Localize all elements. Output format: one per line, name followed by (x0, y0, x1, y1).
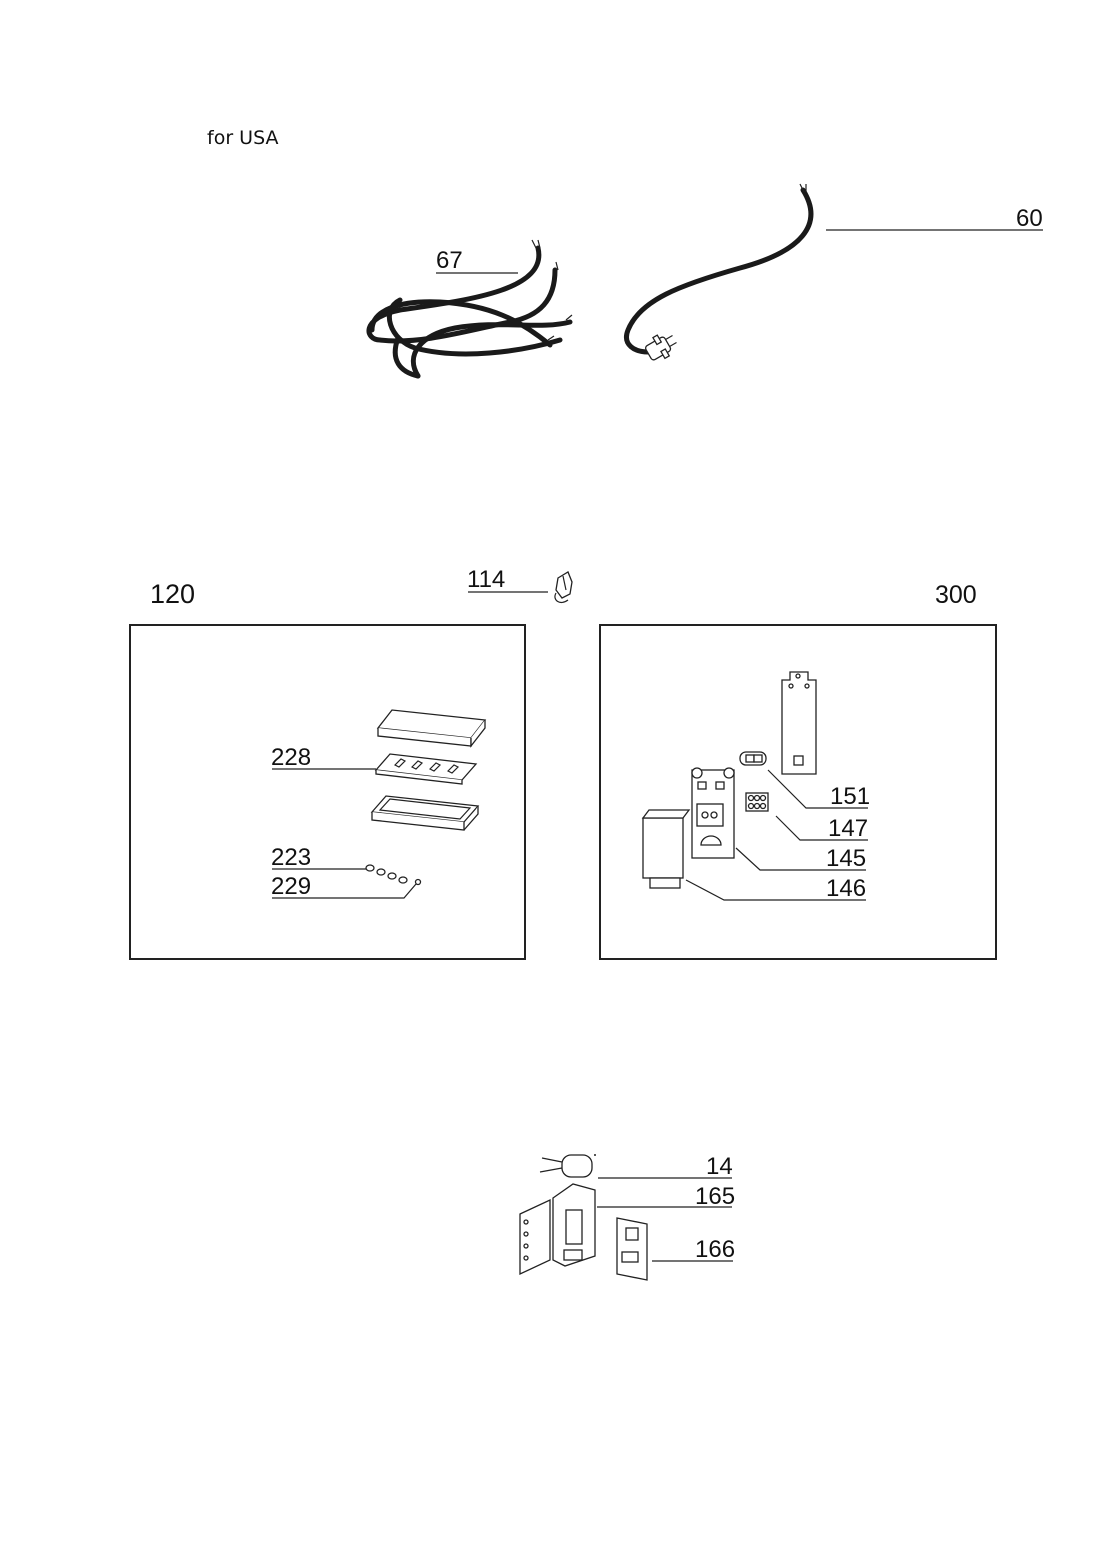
assembly-box-300 (599, 624, 997, 960)
power-cord-60 (624, 183, 814, 361)
leader-146 (685, 879, 866, 901)
label-114: 114 (467, 566, 505, 593)
label-146: 146 (826, 875, 866, 902)
panel-166 (616, 1217, 648, 1281)
label-300: 300 (935, 581, 977, 609)
region-note: for USA (207, 127, 278, 149)
clip-114 (554, 571, 573, 604)
label-147: 147 (828, 815, 868, 842)
control-board-stack (370, 709, 487, 831)
terminal-block-147 (745, 792, 769, 812)
label-60: 60 (1016, 205, 1043, 232)
label-228: 228 (271, 744, 311, 771)
leader-229 (272, 883, 417, 899)
bracket-165 (519, 1183, 596, 1276)
label-165: 165 (695, 1183, 735, 1210)
label-229: 229 (271, 873, 311, 900)
assembly-box-120 (129, 624, 526, 960)
leader-151 (767, 769, 868, 809)
wire-bundle-67 (366, 239, 573, 379)
label-67: 67 (436, 247, 463, 274)
switch-housing-145 (691, 767, 735, 859)
mounting-plate (781, 671, 817, 775)
leader-145 (735, 847, 866, 871)
small-part-229 (414, 878, 422, 886)
label-223: 223 (271, 844, 311, 871)
bulbs-223 (365, 864, 408, 884)
label-166: 166 (695, 1236, 735, 1263)
lamp-holder-151 (739, 751, 767, 766)
capacitor-14 (539, 1154, 596, 1178)
label-151: 151 (830, 783, 870, 810)
label-14: 14 (706, 1153, 733, 1180)
label-145: 145 (826, 845, 866, 872)
leader-147 (775, 815, 868, 841)
label-120: 120 (150, 579, 195, 609)
relay-146 (641, 809, 691, 889)
